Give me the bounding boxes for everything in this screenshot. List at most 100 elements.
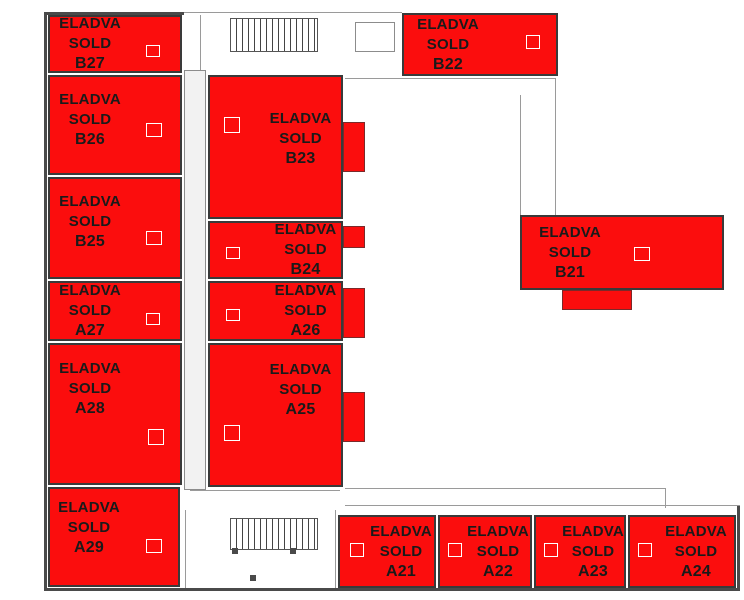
bath-fixture (638, 543, 652, 557)
unit-a21[interactable]: ELADVA SOLD A21 (338, 515, 436, 588)
bath-fixture (146, 231, 162, 245)
service-shaft (355, 22, 395, 52)
bath-fixture (146, 45, 160, 57)
unit-label: ELADVA SOLD A26 (270, 283, 341, 339)
unit-b23[interactable]: ELADVA SOLD B23 (208, 75, 343, 219)
unit-status-hu: ELADVA (58, 499, 120, 516)
bath-fixture (146, 313, 160, 325)
unit-status-hu: ELADVA (274, 282, 337, 299)
unit-code: A24 (681, 562, 711, 580)
unit-status-hu: ELADVA (562, 522, 624, 540)
unit-b22[interactable]: ELADVA SOLD B22 (402, 13, 558, 76)
bath-fixture (526, 35, 540, 49)
unit-status-hu: ELADVA (370, 522, 432, 540)
outer-wall-left (44, 12, 47, 590)
unit-code: B27 (75, 55, 105, 72)
unit-b21[interactable]: ELADVA SOLD B21 (520, 215, 724, 290)
unit-status-en: SOLD (284, 241, 327, 258)
unit-code: A27 (75, 322, 105, 339)
unit-status-en: SOLD (548, 243, 592, 261)
unit-status-hu: ELADVA (665, 522, 727, 540)
unit-a29[interactable]: ELADVA SOLD A29 (48, 487, 180, 587)
unit-status-hu: ELADVA (269, 361, 332, 378)
balcony-b23-a (343, 122, 365, 172)
unit-status-en: SOLD (279, 381, 322, 398)
unit-label: ELADVA SOLD A27 (50, 283, 130, 339)
unit-label: ELADVA SOLD A25 (260, 345, 341, 435)
bath-fixture (146, 123, 162, 137)
stairs-top (230, 18, 318, 52)
unit-status-en: SOLD (68, 35, 112, 52)
unit-status-en: SOLD (68, 111, 112, 128)
bath-fixture (448, 543, 462, 557)
unit-a27[interactable]: ELADVA SOLD A27 (48, 281, 182, 341)
unit-status-en: SOLD (68, 380, 112, 397)
unit-code: A26 (290, 322, 321, 339)
unit-label: ELADVA SOLD B25 (50, 179, 130, 265)
unit-a22[interactable]: ELADVA SOLD A22 (438, 515, 532, 588)
bottom-hall-line-b (335, 510, 336, 588)
unit-code: B24 (290, 261, 321, 278)
bath-fixture (544, 543, 558, 557)
unit-label: ELADVA SOLD B21 (522, 217, 618, 288)
unit-status-hu: ELADVA (269, 110, 332, 127)
bath-fixture (146, 539, 162, 553)
stairs-bottom (230, 518, 318, 550)
unit-a25[interactable]: ELADVA SOLD A25 (208, 343, 343, 487)
courtyard-edge-top (345, 78, 555, 79)
unit-code: A21 (386, 562, 416, 580)
bath-fixture (148, 429, 164, 445)
unit-status-en: SOLD (279, 130, 322, 147)
unit-a28[interactable]: ELADVA SOLD A28 (48, 343, 182, 485)
unit-status-hu: ELADVA (59, 91, 121, 108)
unit-status-en: SOLD (379, 542, 423, 560)
unit-label: ELADVA SOLD A24 (658, 517, 734, 586)
courtyard-edge-inner (520, 95, 521, 215)
unit-label: ELADVA SOLD A29 (50, 489, 128, 567)
unit-status-hu: ELADVA (274, 221, 337, 238)
unit-status-en: SOLD (284, 302, 327, 319)
unit-status-en: SOLD (67, 519, 111, 536)
unit-status-hu: ELADVA (467, 522, 529, 540)
unit-code: A22 (483, 562, 513, 580)
unit-code: B23 (285, 150, 316, 167)
bath-fixture (350, 543, 364, 557)
bath-fixture (224, 117, 240, 133)
courtyard-edge-right-bottom (665, 488, 666, 508)
unit-status-en: SOLD (68, 213, 112, 230)
column-marker-b (290, 548, 296, 554)
bath-fixture (224, 425, 240, 441)
unit-status-en: SOLD (476, 542, 520, 560)
unit-a26[interactable]: ELADVA SOLD A26 (208, 281, 343, 341)
unit-label: ELADVA SOLD B24 (270, 223, 341, 277)
courtyard-edge-bottom (345, 488, 665, 489)
unit-label: ELADVA SOLD B23 (260, 77, 341, 201)
unit-a23[interactable]: ELADVA SOLD A23 (534, 515, 626, 588)
unit-status-hu: ELADVA (59, 282, 121, 299)
unit-status-hu: ELADVA (59, 193, 121, 210)
corridor-line-b (190, 490, 340, 491)
unit-code: B25 (75, 233, 105, 250)
unit-code: B26 (75, 131, 105, 148)
bottom-hall-line (185, 510, 186, 588)
unit-b24[interactable]: ELADVA SOLD B24 (208, 221, 343, 279)
top-corridor-wall (184, 12, 402, 13)
unit-b26[interactable]: ELADVA SOLD B26 (48, 75, 182, 175)
unit-code: B21 (555, 263, 585, 281)
unit-a24[interactable]: ELADVA SOLD A24 (628, 515, 736, 588)
unit-b25[interactable]: ELADVA SOLD B25 (48, 177, 182, 279)
wing-line-top (345, 505, 740, 506)
balcony-b24 (343, 226, 365, 248)
unit-status-hu: ELADVA (539, 223, 601, 241)
outer-wall-top-left (44, 12, 184, 15)
unit-label: ELADVA SOLD A21 (368, 517, 434, 586)
unit-code: B22 (433, 55, 463, 73)
unit-code: A25 (285, 401, 316, 418)
bath-fixture (226, 309, 240, 321)
unit-label: ELADVA SOLD A22 (466, 517, 530, 586)
column-marker-a (232, 548, 238, 554)
unit-code: A28 (75, 400, 105, 417)
unit-label: ELADVA SOLD B27 (50, 17, 130, 71)
unit-b27[interactable]: ELADVA SOLD B27 (48, 15, 182, 73)
